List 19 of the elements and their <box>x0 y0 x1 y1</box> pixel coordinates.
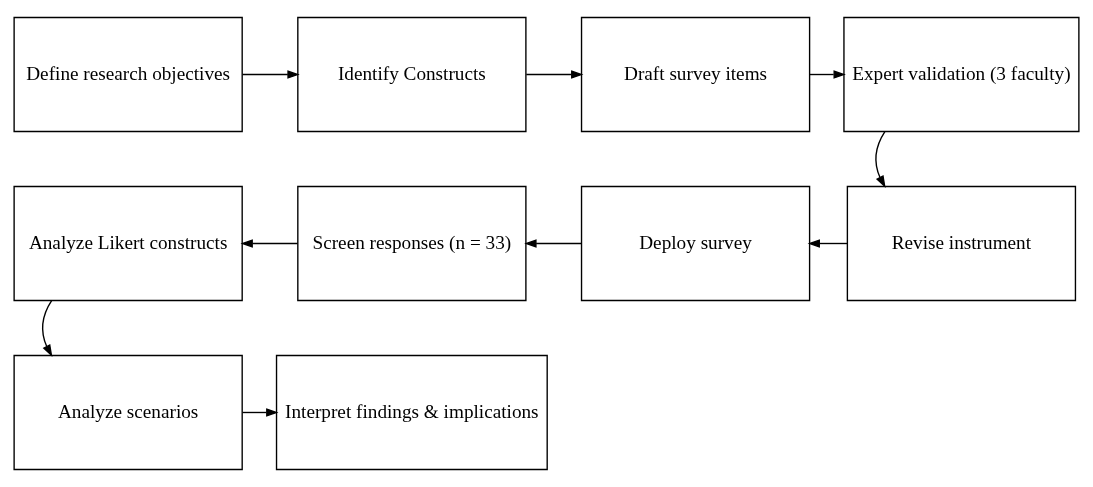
arrow <box>524 239 583 248</box>
node-box: Deploy survey <box>580 185 811 302</box>
arrow <box>875 130 886 188</box>
node-box: Screen responses (n = 33) <box>297 185 527 302</box>
node-box: Draft survey items <box>580 16 811 133</box>
node-box: Define research objectives <box>13 16 243 133</box>
node-box: Analyze Likert constructs <box>13 185 243 302</box>
arrow <box>240 239 299 248</box>
node-box: Interpret findings & implications <box>275 354 548 471</box>
node-box: Revise instrument <box>846 185 1077 302</box>
arrow <box>807 239 848 248</box>
arrow <box>241 408 279 417</box>
arrow <box>525 70 584 79</box>
node-box: Identify Constructs <box>297 16 527 133</box>
node-box: Analyze scenarios <box>13 354 243 471</box>
arrow <box>809 70 846 79</box>
arrow <box>241 70 300 79</box>
arrow <box>41 299 53 357</box>
node-box: Expert validation (3 faculty) <box>843 16 1080 133</box>
